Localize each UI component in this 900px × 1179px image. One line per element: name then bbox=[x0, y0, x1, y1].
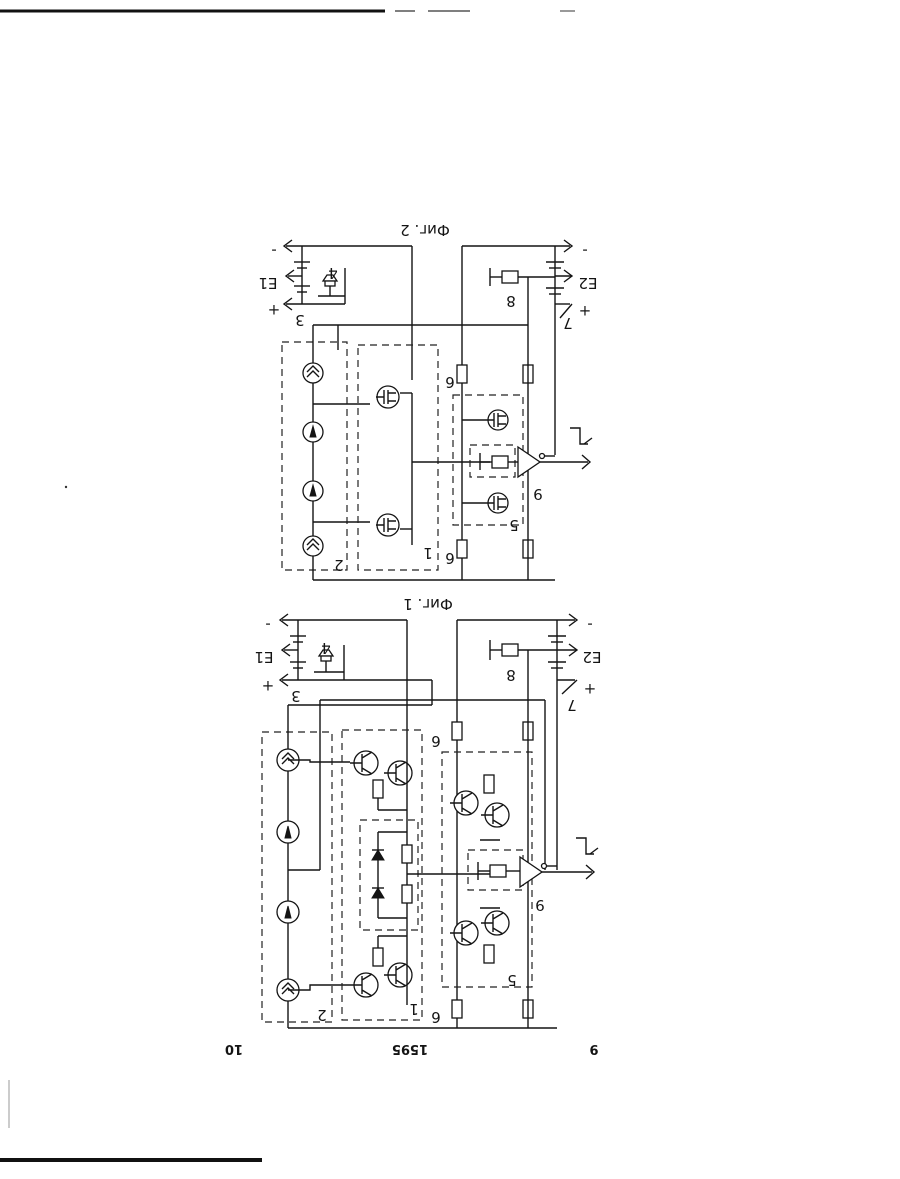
fig1-label-2: 2 bbox=[317, 1006, 327, 1024]
page-number-right: 9 bbox=[589, 1041, 598, 1056]
fig1-label-E2: E2 bbox=[582, 648, 601, 666]
fig1-label-minus-left: - bbox=[265, 616, 270, 634]
fig2-label-plus-left: + bbox=[268, 301, 281, 319]
fig2-label-3: 3 bbox=[295, 311, 305, 329]
fig2-label-E2: E2 bbox=[578, 274, 597, 292]
fig1-label-4: 4 bbox=[321, 639, 331, 657]
fig2-label-minus-left: - bbox=[271, 242, 276, 260]
figure-2: Фиг. 2 E1 + - 3 4 bbox=[258, 221, 597, 580]
fig1-label-3: 3 bbox=[291, 687, 301, 705]
fig1-label-6a: 6 bbox=[431, 732, 441, 750]
scan-edge-bottom bbox=[0, 486, 262, 1160]
fig1-label-7: 7 bbox=[567, 696, 577, 714]
fig1-label-8: 8 bbox=[506, 666, 516, 684]
fig1-label-plus-right: + bbox=[584, 680, 597, 698]
fig1-label-E1: E1 bbox=[254, 648, 273, 666]
fig2-label-6a: 6 bbox=[445, 373, 455, 391]
figure-2-caption: Фиг. 2 bbox=[400, 221, 450, 239]
fig2-label-1: 1 bbox=[423, 544, 433, 562]
figure-1: Фиг. 1 E1 + - 3 4 bbox=[254, 595, 601, 1028]
fig1-label-5: 5 bbox=[507, 971, 517, 989]
fig2-label-7: 7 bbox=[563, 314, 573, 332]
fig2-label-5: 5 bbox=[509, 516, 519, 534]
fig1-label-9: 9 bbox=[535, 896, 545, 914]
fig2-label-E1: E1 bbox=[258, 274, 277, 292]
fig2-label-plus-right: + bbox=[579, 302, 592, 320]
page-number-center: 1595 bbox=[392, 1041, 428, 1056]
fig1-label-1: 1 bbox=[409, 1000, 419, 1018]
figure-1-caption: Фиг. 1 bbox=[403, 595, 453, 613]
fig1-label-minus-right: - bbox=[587, 616, 592, 634]
fig1-label-plus-left: + bbox=[262, 677, 275, 695]
fig2-label-minus-right: - bbox=[582, 242, 587, 260]
fig2-label-6b: 6 bbox=[445, 549, 455, 567]
fig2-label-8: 8 bbox=[506, 292, 516, 310]
page-number-left: 10 bbox=[225, 1041, 243, 1056]
fig2-label-9: 9 bbox=[533, 485, 543, 503]
fig1-label-6b: 6 bbox=[431, 1008, 441, 1026]
fig2-label-2: 2 bbox=[334, 556, 344, 574]
fig2-label-4: 4 bbox=[328, 264, 338, 282]
